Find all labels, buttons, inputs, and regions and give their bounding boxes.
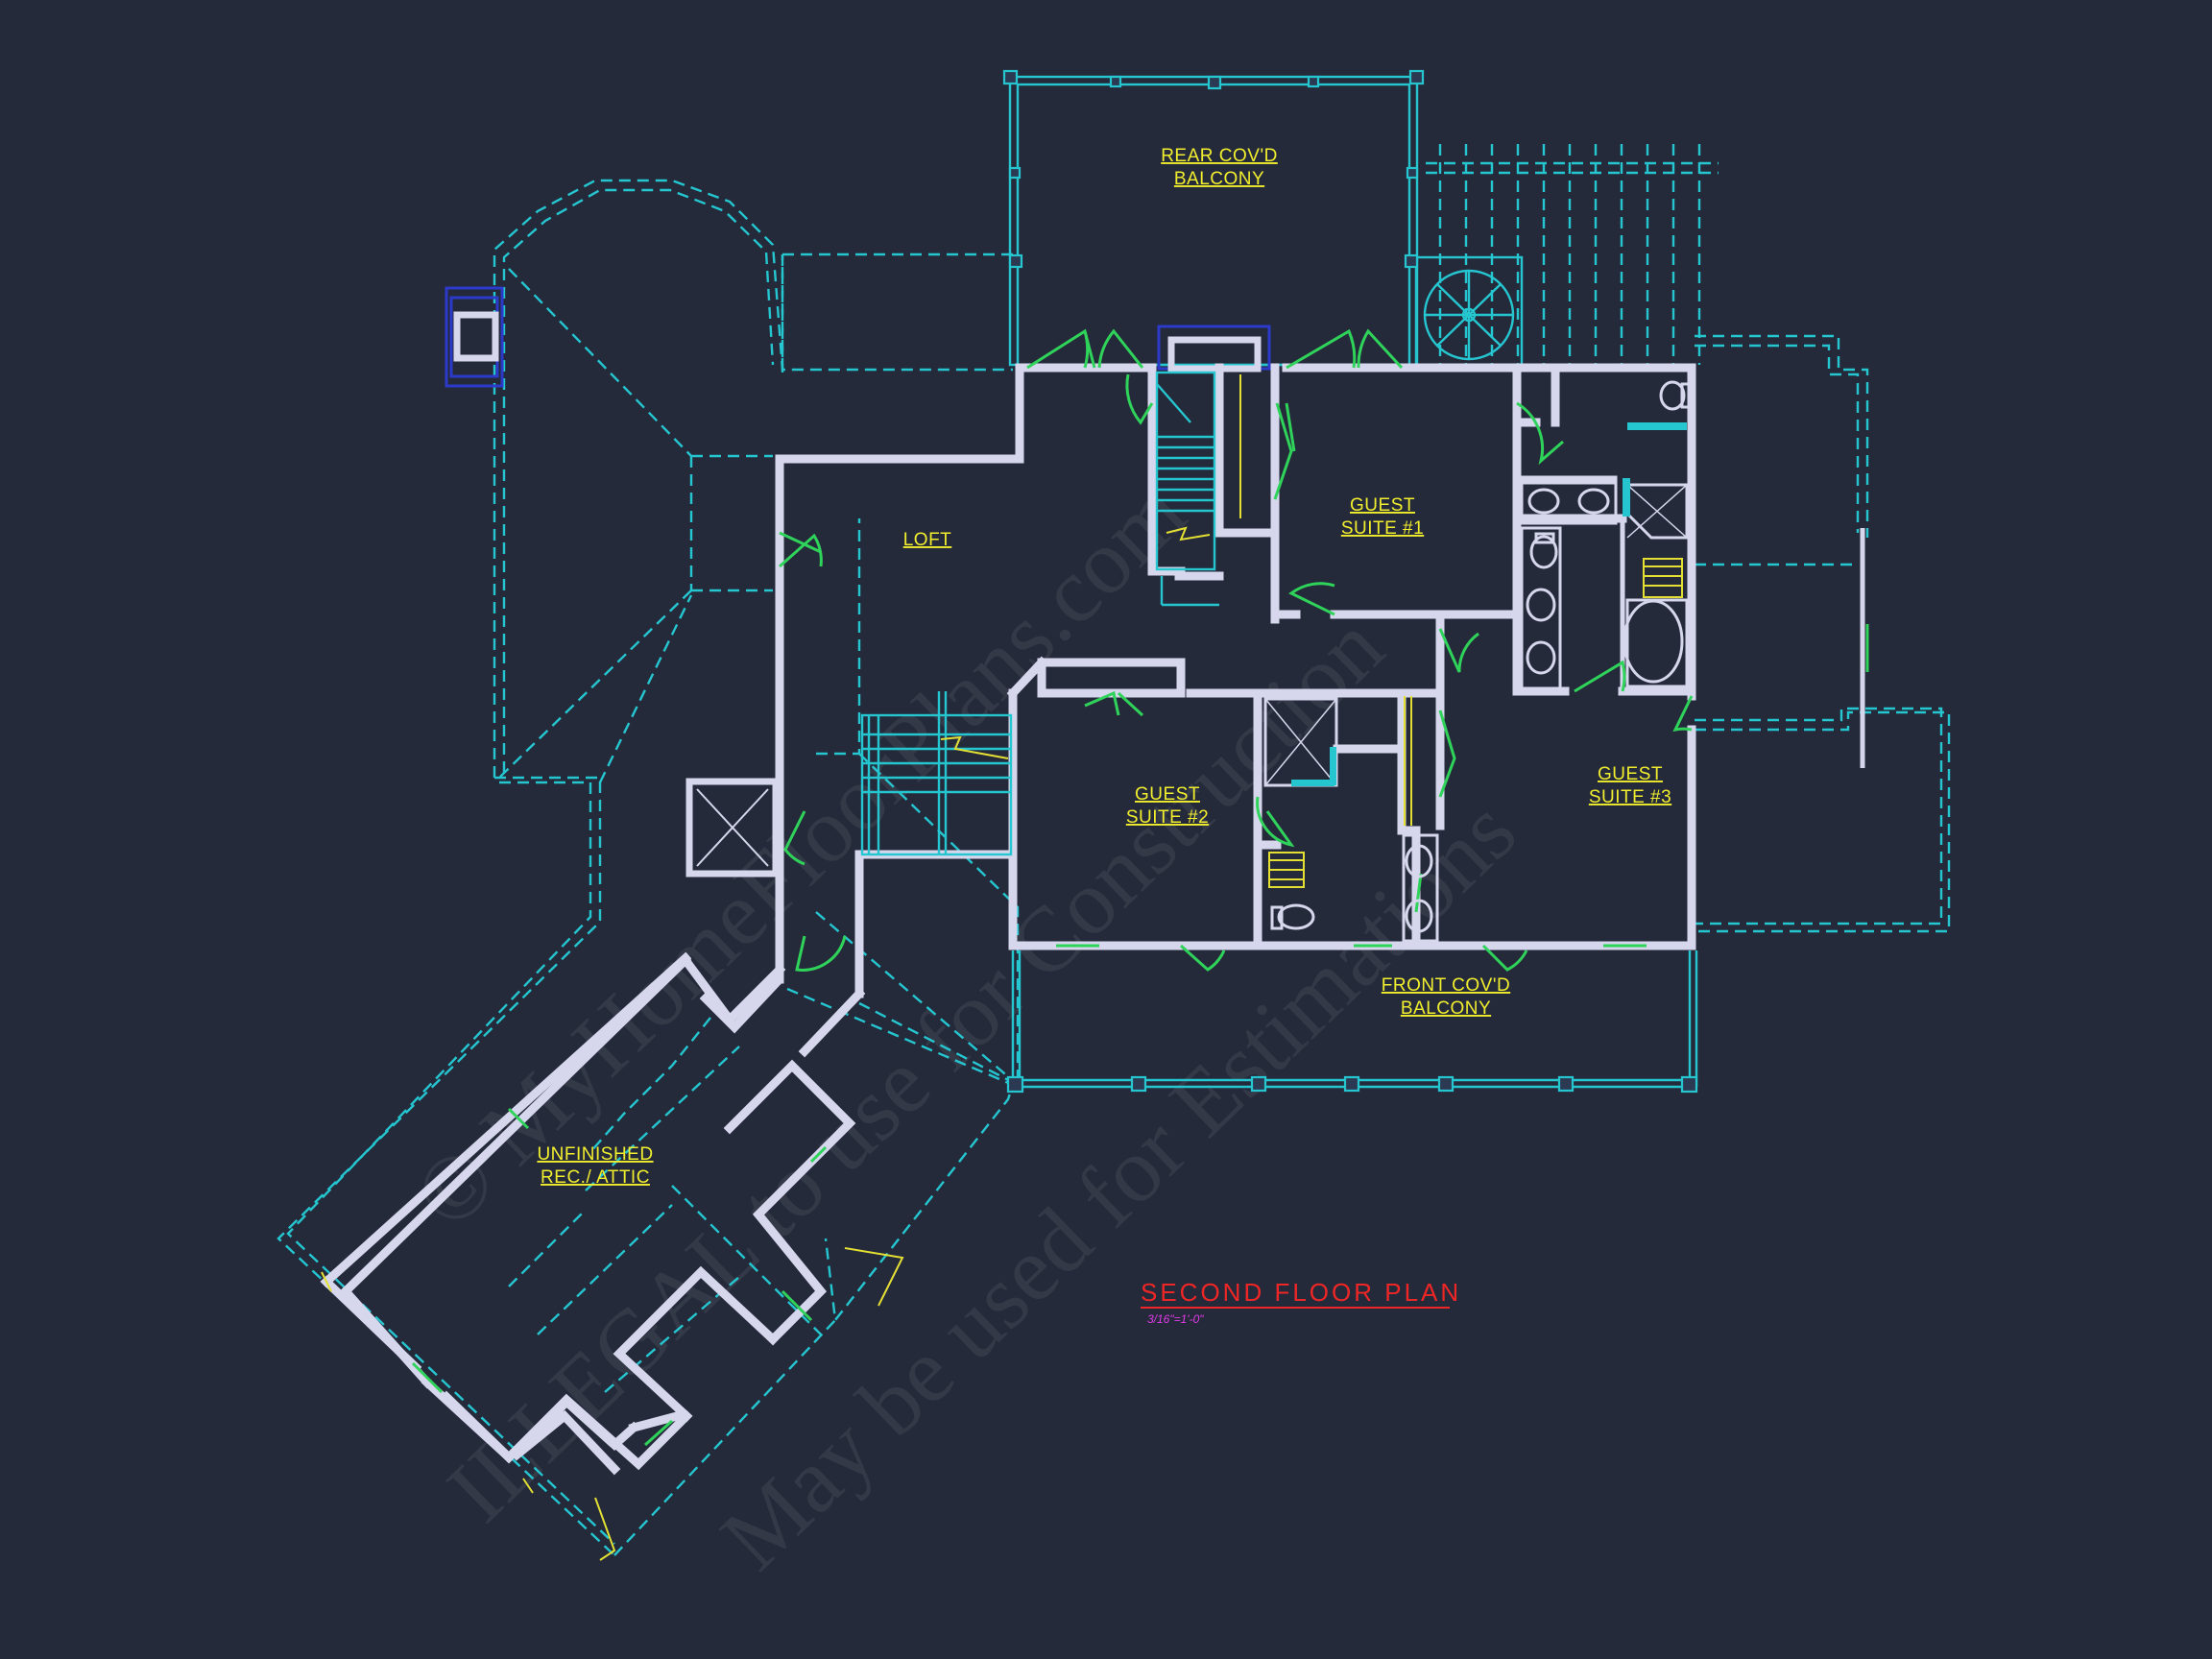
loft-stair — [860, 691, 1013, 856]
front-balcony-structure — [1006, 950, 1698, 1094]
room-label-suite-3-b: SUITE #3 — [1589, 787, 1671, 807]
room-label-loft: LOFT — [903, 530, 952, 550]
loft-fireplace — [685, 778, 780, 878]
spiral-stair — [1414, 255, 1524, 370]
room-label-suite-1-b: SUITE #1 — [1341, 518, 1424, 539]
plan-scale: 3/16"=1'-0" — [1147, 1312, 1204, 1326]
room-label-front-balcony-2: BALCONY — [1401, 998, 1491, 1019]
rear-fireplace — [1157, 325, 1271, 373]
room-label-rear-balcony-2: BALCONY — [1174, 169, 1264, 189]
doors — [411, 328, 1869, 1447]
plan-title-block: SECOND FLOOR PLAN 3/16"=1'-0" — [1141, 1278, 1461, 1326]
fixtures — [1263, 380, 1692, 943]
dimension-marks — [321, 1247, 904, 1561]
room-label-suite-2-a: GUEST — [1135, 784, 1200, 805]
roof-outline — [276, 179, 1951, 1556]
room-label-front-balcony-1: FRONT COV'D — [1382, 975, 1510, 996]
room-label-attic-2: REC./ ATTIC — [541, 1167, 650, 1188]
pergola — [1426, 144, 1719, 365]
chimney — [445, 286, 504, 388]
room-label-suite-3-a: GUEST — [1598, 764, 1663, 784]
room-label-rear-balcony-1: REAR COV'D — [1161, 146, 1278, 166]
room-label-attic-1: UNFINISHED — [537, 1144, 653, 1165]
rear-balcony-structure — [1002, 69, 1425, 367]
walls — [320, 363, 1696, 1476]
room-labels: REAR COV'D BALCONY LOFT GUEST SUITE #1 G… — [537, 146, 1671, 1188]
room-label-suite-2-b: SUITE #2 — [1126, 807, 1209, 828]
main-stair — [1155, 371, 1241, 607]
plan-title: SECOND FLOOR PLAN — [1141, 1278, 1461, 1307]
room-label-suite-1-a: GUEST — [1350, 495, 1415, 516]
